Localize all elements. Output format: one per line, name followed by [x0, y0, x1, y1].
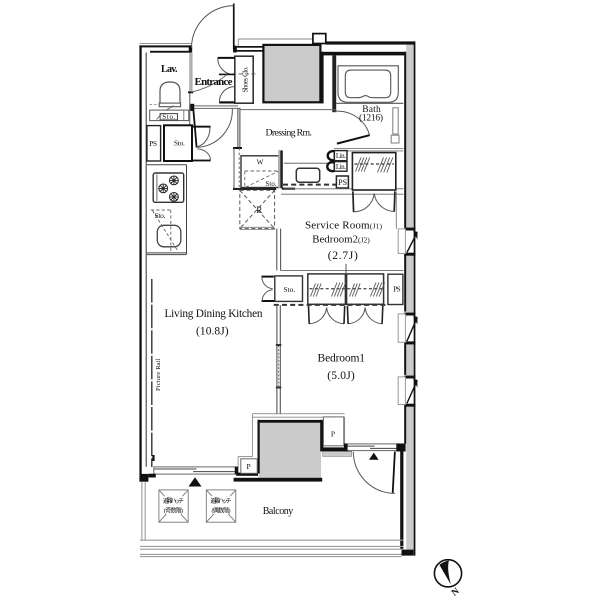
svg-text:Living Dining Kitchen: Living Dining Kitchen: [165, 308, 263, 320]
svg-text:W: W: [257, 159, 264, 167]
svg-text:避難ハッチ: 避難ハッチ: [211, 497, 232, 505]
svg-text:(1216): (1216): [359, 112, 383, 123]
svg-text:Dressing Rm.: Dressing Rm.: [265, 128, 312, 139]
svg-text:PS: PS: [149, 139, 157, 148]
svg-text:避難ハッチ: 避難ハッチ: [163, 497, 184, 505]
svg-text:Lin.: Lin.: [336, 163, 346, 171]
svg-text:Sto.: Sto.: [174, 139, 185, 148]
svg-text:Sto.: Sto.: [155, 211, 166, 220]
svg-text:PS: PS: [338, 178, 347, 187]
svg-text:N: N: [450, 586, 462, 598]
svg-text:P: P: [247, 462, 251, 471]
svg-text:Bedroom2(J2): Bedroom2(J2): [312, 233, 370, 245]
svg-text:Lav.: Lav.: [161, 64, 178, 75]
svg-text:Lin.: Lin.: [336, 152, 346, 160]
svg-text:(奇数階): (奇数階): [164, 506, 183, 514]
svg-text:Service Room(J1): Service Room(J1): [305, 219, 383, 231]
svg-text:R: R: [256, 205, 262, 215]
svg-text:(10.8J): (10.8J): [196, 325, 229, 337]
svg-text:(2.7J): (2.7J): [328, 250, 358, 262]
svg-text:Bath: Bath: [362, 105, 381, 115]
svg-text:Sto.: Sto.: [265, 180, 277, 188]
svg-text:Picture Rail: Picture Rail: [155, 358, 162, 391]
svg-text:Balcony: Balcony: [263, 506, 294, 517]
svg-text:(偶数階): (偶数階): [212, 506, 231, 514]
svg-text:Bedroom1: Bedroom1: [318, 353, 366, 365]
svg-text:Sto.: Sto.: [283, 285, 295, 294]
svg-text:P: P: [331, 430, 335, 439]
svg-text:(5.0J): (5.0J): [327, 370, 355, 382]
svg-text:PS: PS: [393, 285, 401, 294]
svg-text:Entrance: Entrance: [195, 76, 233, 88]
svg-text:Sto.: Sto.: [162, 114, 175, 121]
svg-text:Shoes Clo.: Shoes Clo.: [243, 66, 250, 92]
